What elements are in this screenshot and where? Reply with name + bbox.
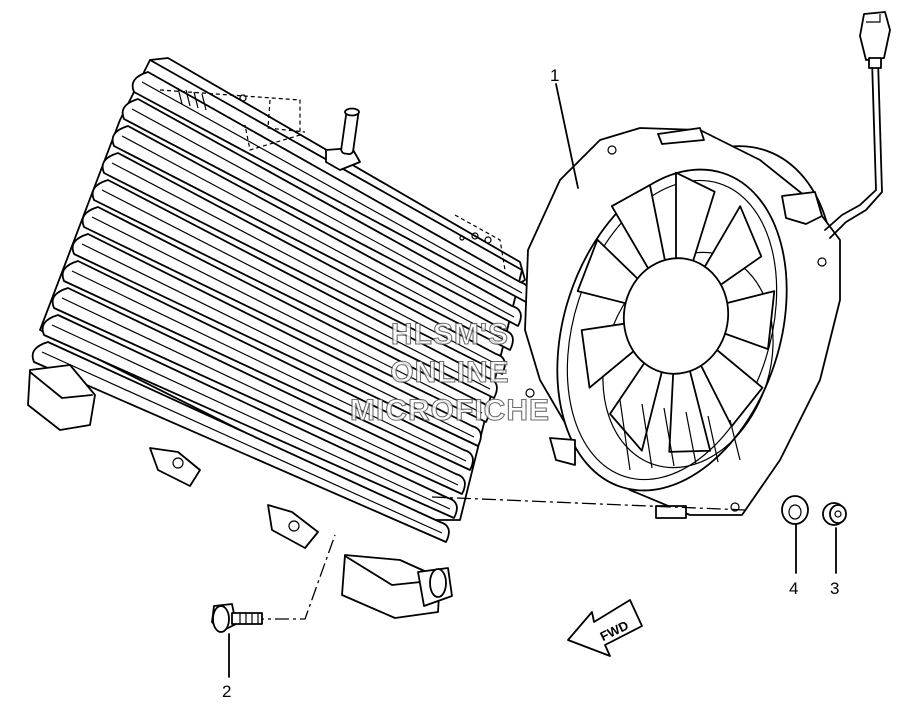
radiator-fin-edge	[121, 135, 507, 342]
leader-line-bolt-axis	[250, 534, 336, 620]
radiator-icon	[27, 57, 530, 619]
cooling-fan-icon	[524, 127, 841, 519]
callout-3: 3	[830, 579, 839, 598]
watermark: HLSM'S ONLINE MICROFICHE	[349, 317, 550, 427]
direction-arrow: FWD	[567, 599, 643, 657]
fan-guard-spoke	[685, 411, 697, 465]
collar-washer-icon	[781, 495, 809, 525]
radiator-fin-edge	[91, 216, 483, 414]
radiator-fin-edge	[141, 81, 523, 294]
callout-4: 4	[789, 579, 798, 598]
radiator-fin-edge	[81, 243, 475, 438]
watermark-line-1: HLSM'S	[391, 318, 509, 351]
fan-guard-spoke	[641, 403, 653, 469]
radiator-fin-edge	[101, 189, 491, 390]
watermark-line-2: ONLINE	[390, 356, 509, 389]
fan-guard-spoke	[729, 419, 741, 461]
electrical-connector-icon	[824, 11, 891, 239]
radiator-fin-edge	[111, 162, 499, 366]
radiator-fin-edge	[51, 324, 451, 510]
leader-line-1	[555, 83, 579, 189]
callout-2: 2	[222, 682, 231, 701]
leader-line-fastener-axis	[431, 496, 746, 511]
radiator-fin-edge	[131, 108, 515, 318]
flange-nut-icon	[822, 502, 847, 526]
watermark-line-3: MICROFICHE	[350, 394, 550, 427]
radiator-fin-edge	[61, 297, 459, 486]
radiator-fin-edge	[41, 351, 443, 534]
radiator-fin-edge	[71, 270, 467, 462]
fan-guard-spoke	[663, 407, 675, 467]
fan-guard-spoke	[707, 415, 719, 463]
arrow-left-icon	[567, 599, 643, 657]
callout-1: 1	[550, 66, 559, 85]
bolt-icon	[211, 603, 263, 633]
fan-guard-spoke	[619, 399, 631, 471]
